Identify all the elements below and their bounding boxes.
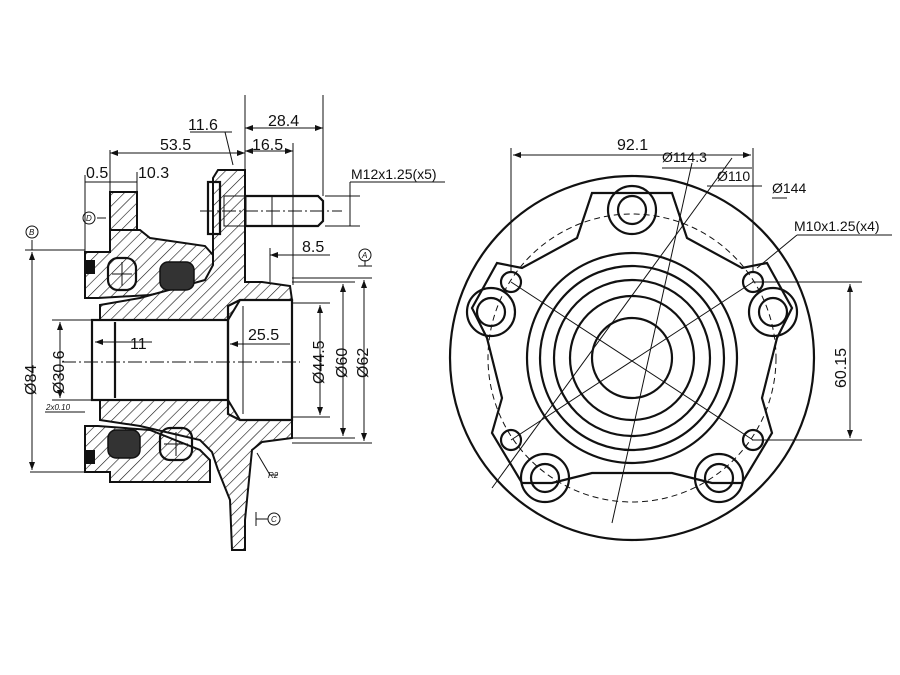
bearing-roller-2 [159, 261, 195, 291]
datum-d: D [82, 211, 96, 225]
svg-text:C: C [271, 515, 277, 524]
dim-dia30-6: Ø30.6 [51, 350, 68, 394]
dim-dia84: Ø84 [23, 365, 40, 395]
dim-16-5: 16.5 [252, 137, 283, 154]
dim-28-4: 28.4 [268, 113, 299, 130]
bearing-ball-1 [106, 256, 138, 292]
dim-10-3: 10.3 [138, 165, 169, 182]
dim-11-6: 11.6 [188, 117, 218, 134]
dim-thread-m12: M12x1.25(x5) [351, 166, 437, 182]
dim-thread-m10: M10x1.25(x4) [794, 218, 880, 234]
bolt-pattern-circle [487, 213, 777, 503]
hub-cup [226, 298, 294, 422]
dim-r2: R2 [268, 471, 279, 480]
wheel-stud [200, 180, 342, 236]
dim-92-1: 92.1 [617, 137, 648, 154]
side-section-view: 11.6 28.4 53.5 16.5 0.5 10.3 M12x1.25(x5… [23, 95, 445, 551]
hub-circle-110 [525, 251, 739, 465]
datum-c: C [267, 512, 281, 526]
dim-chamfer: 2x0.10 [45, 403, 71, 412]
seal-top [85, 260, 95, 274]
datum-b: B [25, 225, 39, 239]
svg-text:A: A [361, 251, 367, 260]
front-view: 92.1 Ø114.3 Ø110 Ø144 M10x1.25(x4) 60.15 [448, 137, 892, 542]
dim-8-5: 8.5 [302, 239, 324, 256]
outer-flange-circle [448, 174, 816, 542]
svg-text:B: B [29, 228, 35, 237]
dim-dia62: Ø62 [355, 348, 372, 378]
housing-mount-ear [109, 191, 138, 231]
datum-a: A [358, 248, 372, 262]
dim-11: 11 [130, 336, 147, 353]
dim-60-15: 60.15 [833, 348, 850, 388]
dim-dia60: Ø60 [334, 348, 351, 378]
stud-holes [465, 184, 799, 504]
dim-25-5: 25.5 [248, 327, 279, 344]
bearing-roller-3 [107, 429, 141, 459]
hub-bore [90, 318, 230, 402]
dim-dia114-3: Ø114.3 [662, 149, 707, 165]
bearing-ball-4 [158, 426, 194, 462]
dim-dia144: Ø144 [772, 180, 806, 196]
dim-53-5: 53.5 [160, 137, 191, 154]
seal-bottom [85, 450, 95, 464]
dim-dia110: Ø110 [717, 168, 750, 184]
svg-text:D: D [86, 214, 92, 223]
star-flange [470, 191, 794, 485]
dim-dia44-5: Ø44.5 [311, 340, 328, 384]
dim-0-5: 0.5 [86, 165, 108, 182]
